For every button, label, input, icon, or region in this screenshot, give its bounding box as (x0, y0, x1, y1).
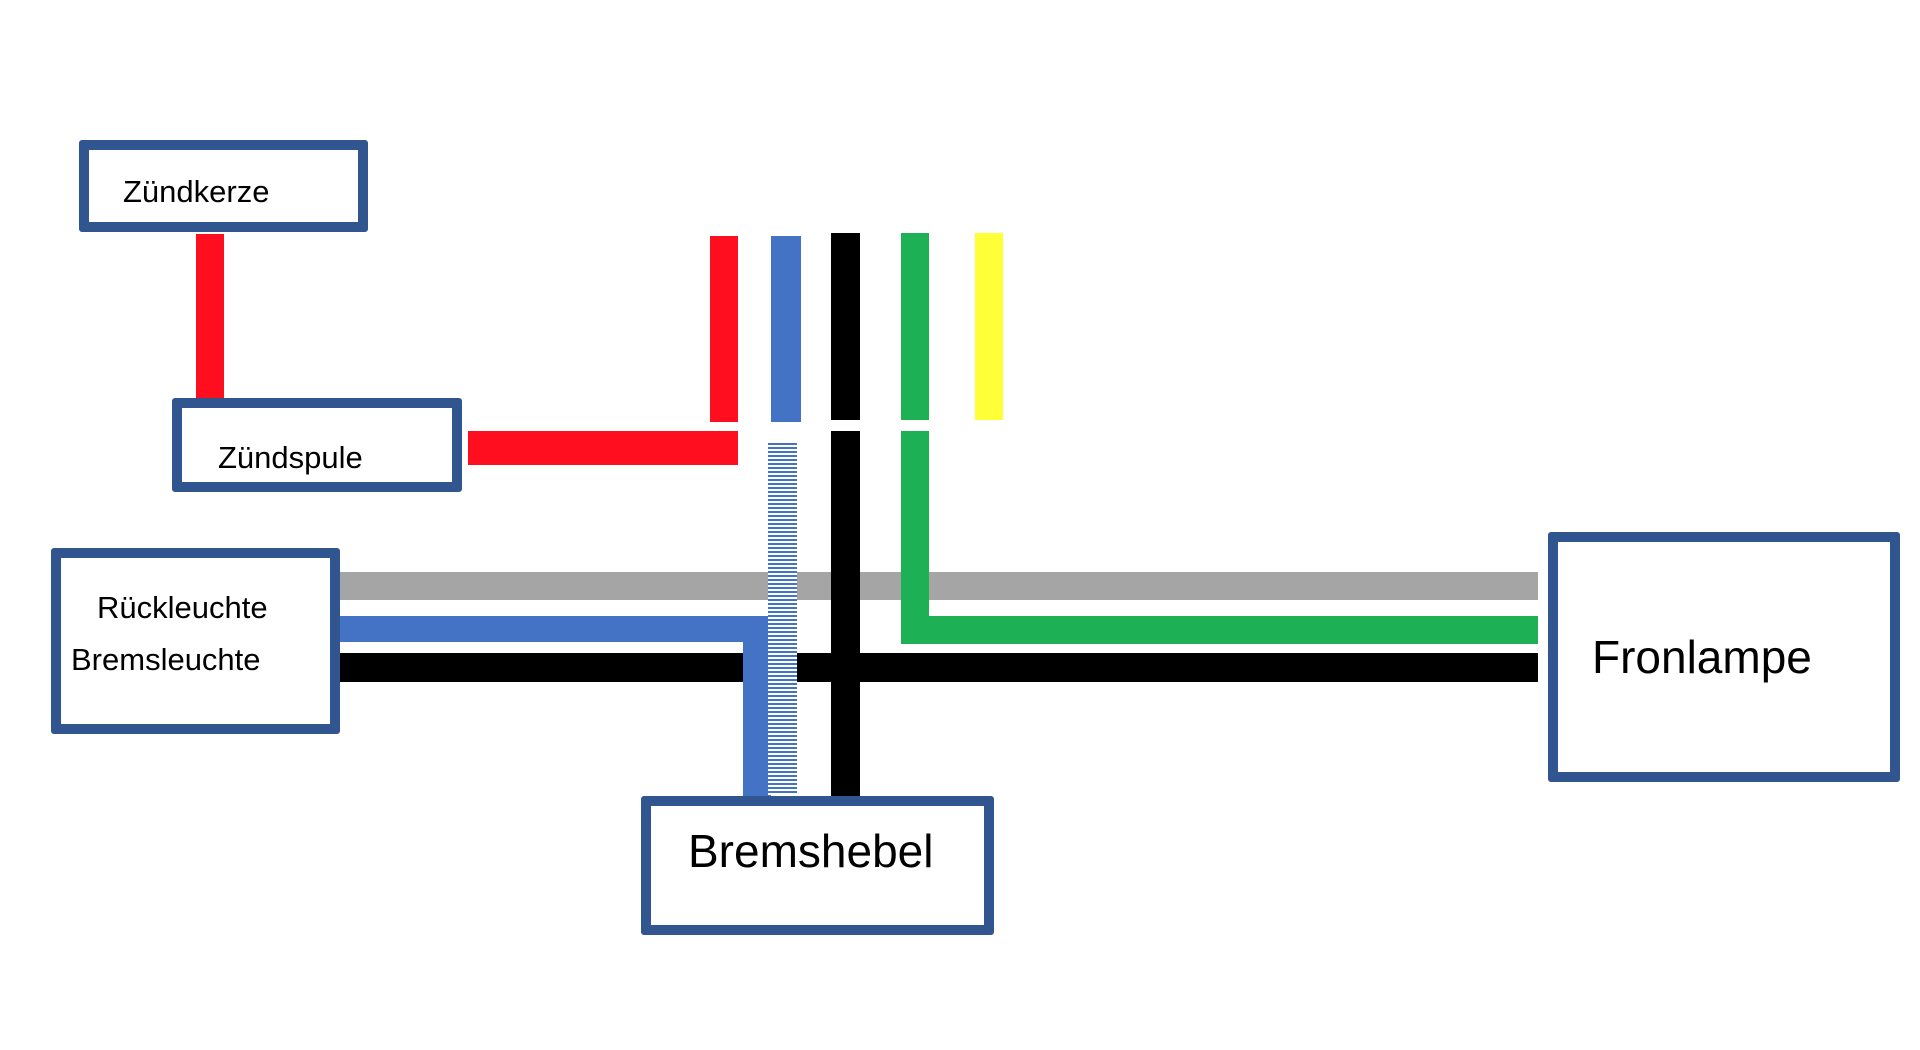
wire-black-horizontal-left (338, 653, 743, 682)
wire-gray-horizontal (338, 572, 1538, 600)
label-zuendkerze: Zündkerze (123, 174, 270, 209)
label-bremshebel: Bremshebel (688, 825, 934, 877)
component-bremshebel: Bremshebel (641, 796, 994, 935)
wire-yellow-vertical-top (975, 233, 1003, 420)
wire-green-vertical-bottom (901, 431, 929, 644)
wire-blue-vertical-bottom (743, 616, 771, 800)
component-zuendkerze: Zündkerze (79, 140, 368, 232)
wire-blue-vertical-top (771, 236, 801, 422)
wire-blue-horizontal (338, 616, 771, 642)
label-zuendspule: Zündspule (218, 440, 363, 475)
wire-black-vertical-top (831, 233, 860, 420)
wire-green-vertical-top (901, 233, 929, 420)
wire-red-vertical-top (710, 236, 738, 422)
component-fronlampe: Fronlampe (1548, 532, 1900, 782)
wire-blue-striped-vertical (768, 443, 797, 795)
label-rueckleuchte: Rückleuchte (97, 590, 268, 625)
wire-red-horizontal (468, 431, 738, 465)
label-fronlampe: Fronlampe (1592, 631, 1812, 683)
component-rueckleuchte-bremsleuchte: Rückleuchte Bremsleuchte (51, 548, 340, 734)
wire-green-horizontal (901, 616, 1538, 644)
wire-black-horizontal-right (797, 653, 1538, 682)
label-bremsleuchte: Bremsleuchte (71, 642, 261, 677)
component-zuendspule: Zündspule (172, 398, 462, 492)
wire-black-vertical-bottom (831, 431, 860, 798)
wire-red-zuendkerze-zuendspule (196, 234, 224, 400)
